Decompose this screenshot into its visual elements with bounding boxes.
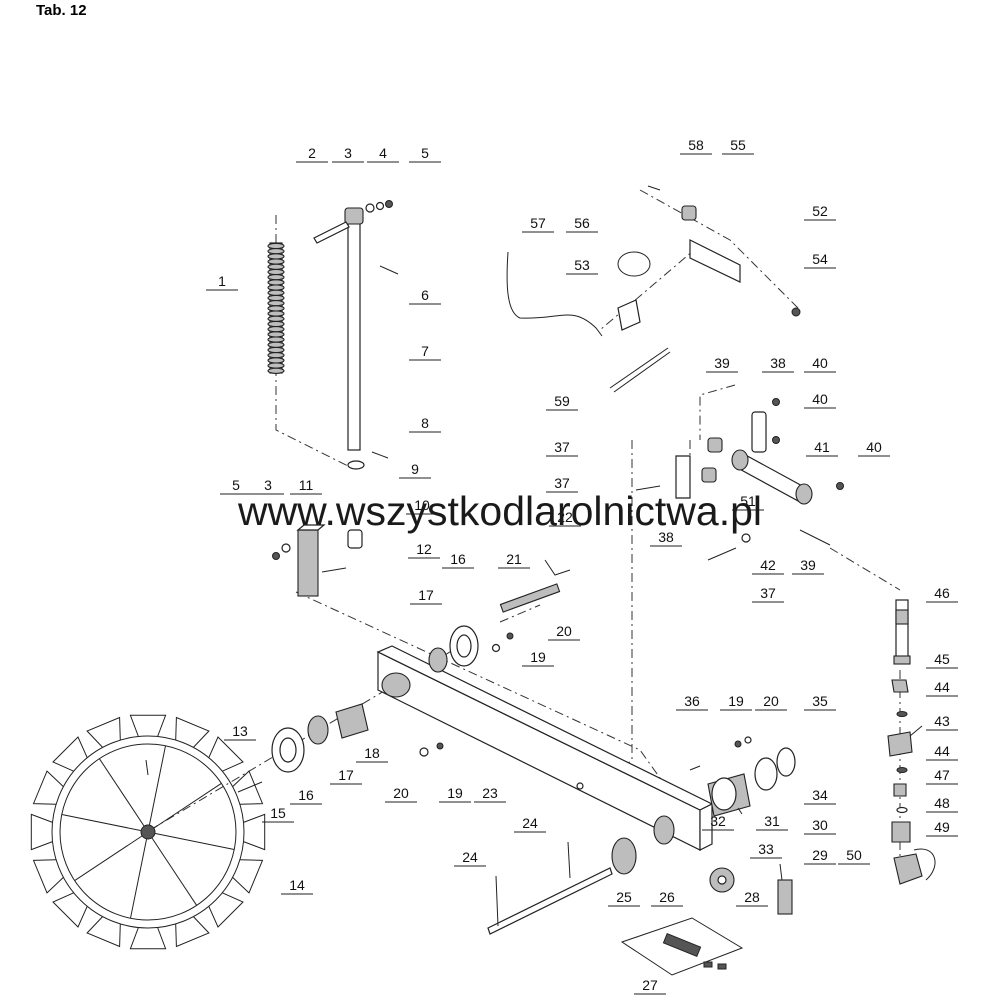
callout-number: 42 xyxy=(760,557,776,573)
callout-number: 24 xyxy=(522,815,538,831)
callout-number: 2 xyxy=(308,145,316,161)
top-bracket-parts xyxy=(506,185,801,393)
callout-number: 19 xyxy=(728,693,744,709)
callout-number: 4 xyxy=(379,145,387,161)
callout-number: 52 xyxy=(812,203,828,219)
callout-number: 37 xyxy=(760,585,776,601)
callout-number: 44 xyxy=(934,743,950,759)
callout-number: 20 xyxy=(556,623,572,639)
callout-number: 46 xyxy=(934,585,950,601)
callout-number: 34 xyxy=(812,787,828,803)
callout-number: 53 xyxy=(574,257,590,273)
callout-number: 33 xyxy=(758,841,774,857)
callout-number: 13 xyxy=(232,723,248,739)
callout-number: 57 xyxy=(530,215,546,231)
callout-number: 19 xyxy=(447,785,463,801)
main-frame-beam xyxy=(376,645,714,851)
callout-number: 19 xyxy=(530,649,546,665)
callout-number: 38 xyxy=(658,529,674,545)
callout-number: 47 xyxy=(934,767,950,783)
callout-number: 9 xyxy=(411,461,419,477)
page-title: Tab. 12 xyxy=(36,2,87,19)
callout-number: 58 xyxy=(688,137,704,153)
callout-number: 51 xyxy=(740,493,756,509)
callout-number: 17 xyxy=(418,587,434,603)
lower-shaft-parts xyxy=(487,837,793,935)
callout-number: 23 xyxy=(482,785,498,801)
callout-number: 37 xyxy=(554,439,570,455)
callout-number: 32 xyxy=(710,813,726,829)
callout-number: 48 xyxy=(934,795,950,811)
callout-number: 7 xyxy=(421,343,429,359)
callout-leader-lines xyxy=(206,153,958,995)
callout-number: 17 xyxy=(338,767,354,783)
callout-number: 40 xyxy=(812,391,828,407)
callout-number: 14 xyxy=(289,877,305,893)
callout-number: 49 xyxy=(934,819,950,835)
callout-number: 41 xyxy=(814,439,830,455)
callout-number: 16 xyxy=(450,551,466,567)
chain-links xyxy=(620,917,744,976)
spring-part xyxy=(267,242,285,374)
callout-number: 28 xyxy=(744,889,760,905)
callout-number: 30 xyxy=(812,817,828,833)
callout-number: 27 xyxy=(642,977,658,993)
callout-number: 26 xyxy=(659,889,675,905)
callout-number: 40 xyxy=(812,355,828,371)
callout-number: 24 xyxy=(462,849,478,865)
callout-number: 54 xyxy=(812,251,828,267)
shaft-bearing-parts xyxy=(237,559,571,793)
spiked-wheel xyxy=(30,714,266,950)
callout-number: 40 xyxy=(866,439,882,455)
callout-number: 31 xyxy=(764,813,780,829)
callout-number: 18 xyxy=(364,745,380,761)
callout-number: 5 xyxy=(421,145,429,161)
callout-number: 5 xyxy=(232,477,240,493)
callout-number: 8 xyxy=(421,415,429,431)
callout-number: 43 xyxy=(934,713,950,729)
callout-number: 50 xyxy=(846,847,862,863)
callout-number: 39 xyxy=(714,355,730,371)
callout-number: 29 xyxy=(812,847,828,863)
callout-number: 3 xyxy=(344,145,352,161)
callout-number: 16 xyxy=(298,787,314,803)
hub-bracket-parts xyxy=(689,736,796,817)
callout-number: 44 xyxy=(934,679,950,695)
callout-number: 20 xyxy=(393,785,409,801)
callout-number: 22 xyxy=(557,509,573,525)
callout-number: 10 xyxy=(414,497,430,513)
callout-number: 3 xyxy=(264,477,272,493)
callout-number: 55 xyxy=(730,137,746,153)
callout-number: 45 xyxy=(934,651,950,667)
callout-number: 35 xyxy=(812,693,828,709)
callout-number: 6 xyxy=(421,287,429,303)
vertical-shaft-part xyxy=(272,200,399,597)
callout-number: 25 xyxy=(616,889,632,905)
callout-number: 38 xyxy=(770,355,786,371)
callout-number: 36 xyxy=(684,693,700,709)
callout-number: 11 xyxy=(299,477,314,493)
callout-number: 20 xyxy=(763,693,779,709)
callout-number: 12 xyxy=(416,541,432,557)
callout-number: 39 xyxy=(800,557,816,573)
callout-number: 15 xyxy=(270,805,286,821)
watermark-text: www.wszystkodlarolnictwa.pl xyxy=(237,488,763,534)
callout-number: 59 xyxy=(554,393,570,409)
rocker-arm-parts xyxy=(635,398,844,561)
callout-number: 56 xyxy=(574,215,590,231)
hydraulic-fittings xyxy=(887,599,936,885)
callout-number: 1 xyxy=(218,273,226,289)
callout-number: 21 xyxy=(506,551,522,567)
callout-number: 37 xyxy=(554,475,570,491)
